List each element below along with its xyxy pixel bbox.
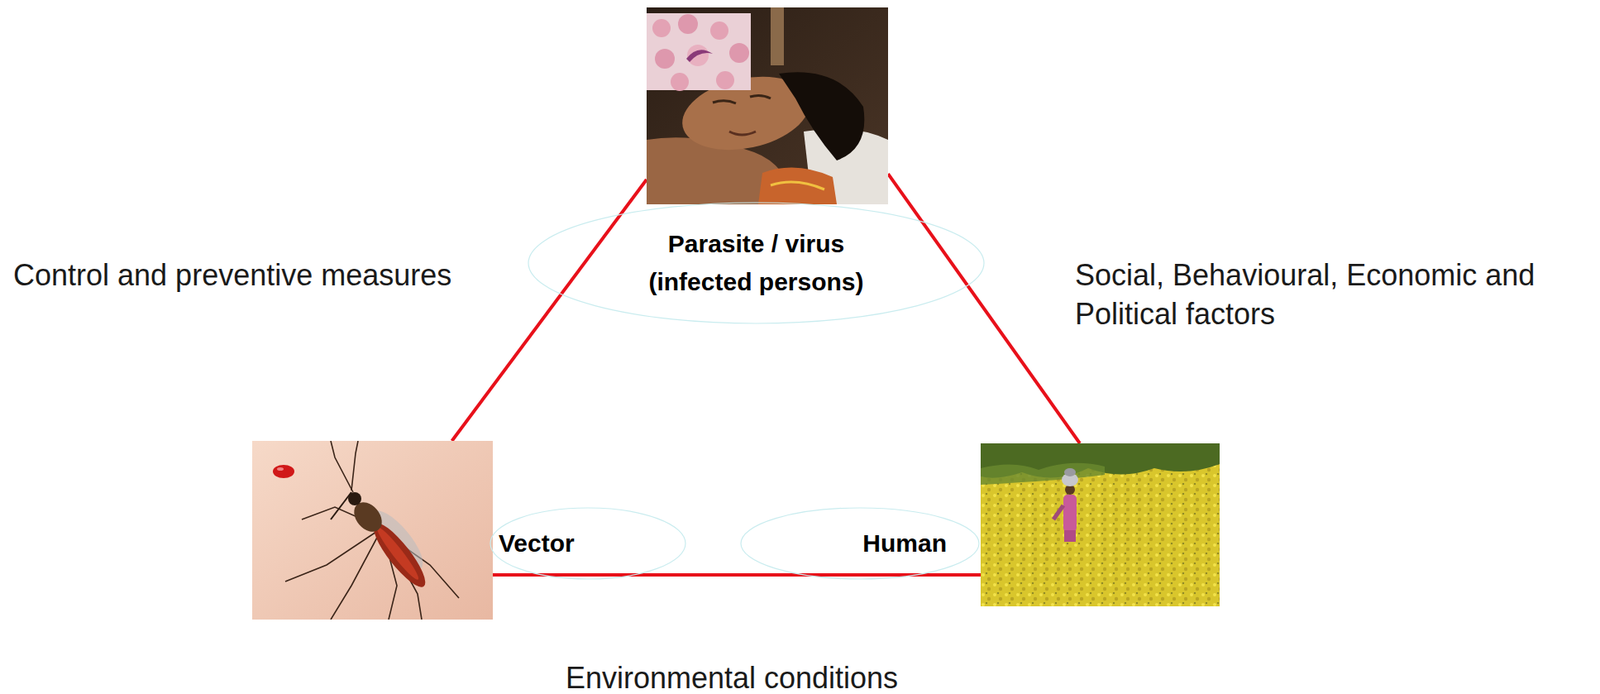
edge-annotation: Social, Behavioural, Economic and Politi… [1074, 255, 1588, 334]
node-label: Parasite / virus (infected persons) [632, 224, 881, 301]
field-photo [980, 443, 1220, 607]
vector-ellipse: Vector [489, 506, 687, 580]
mosquito-photo [252, 440, 493, 620]
patient-photo [646, 7, 889, 205]
human-ellipse: Human [740, 506, 980, 580]
ellipse-outline [528, 202, 984, 324]
node-text-block: Vector [498, 528, 575, 559]
connector-line [888, 173, 1080, 444]
ellipse-outline [527, 201, 985, 325]
ellipse-outline [740, 507, 980, 579]
ellipse-outline [490, 507, 686, 579]
node-text-block: Parasite / virus (infected persons) [632, 224, 881, 301]
host-ellipse: Parasite / virus (infected persons) [527, 201, 985, 325]
node-text-block: Human [862, 528, 947, 559]
connector-line [452, 179, 647, 441]
edge-annotation: Control and preventive measures [13, 255, 510, 295]
node-label: Human [862, 528, 947, 559]
edge-annotation: Environmental conditions [483, 663, 980, 693]
node-label: Vector [498, 528, 575, 559]
